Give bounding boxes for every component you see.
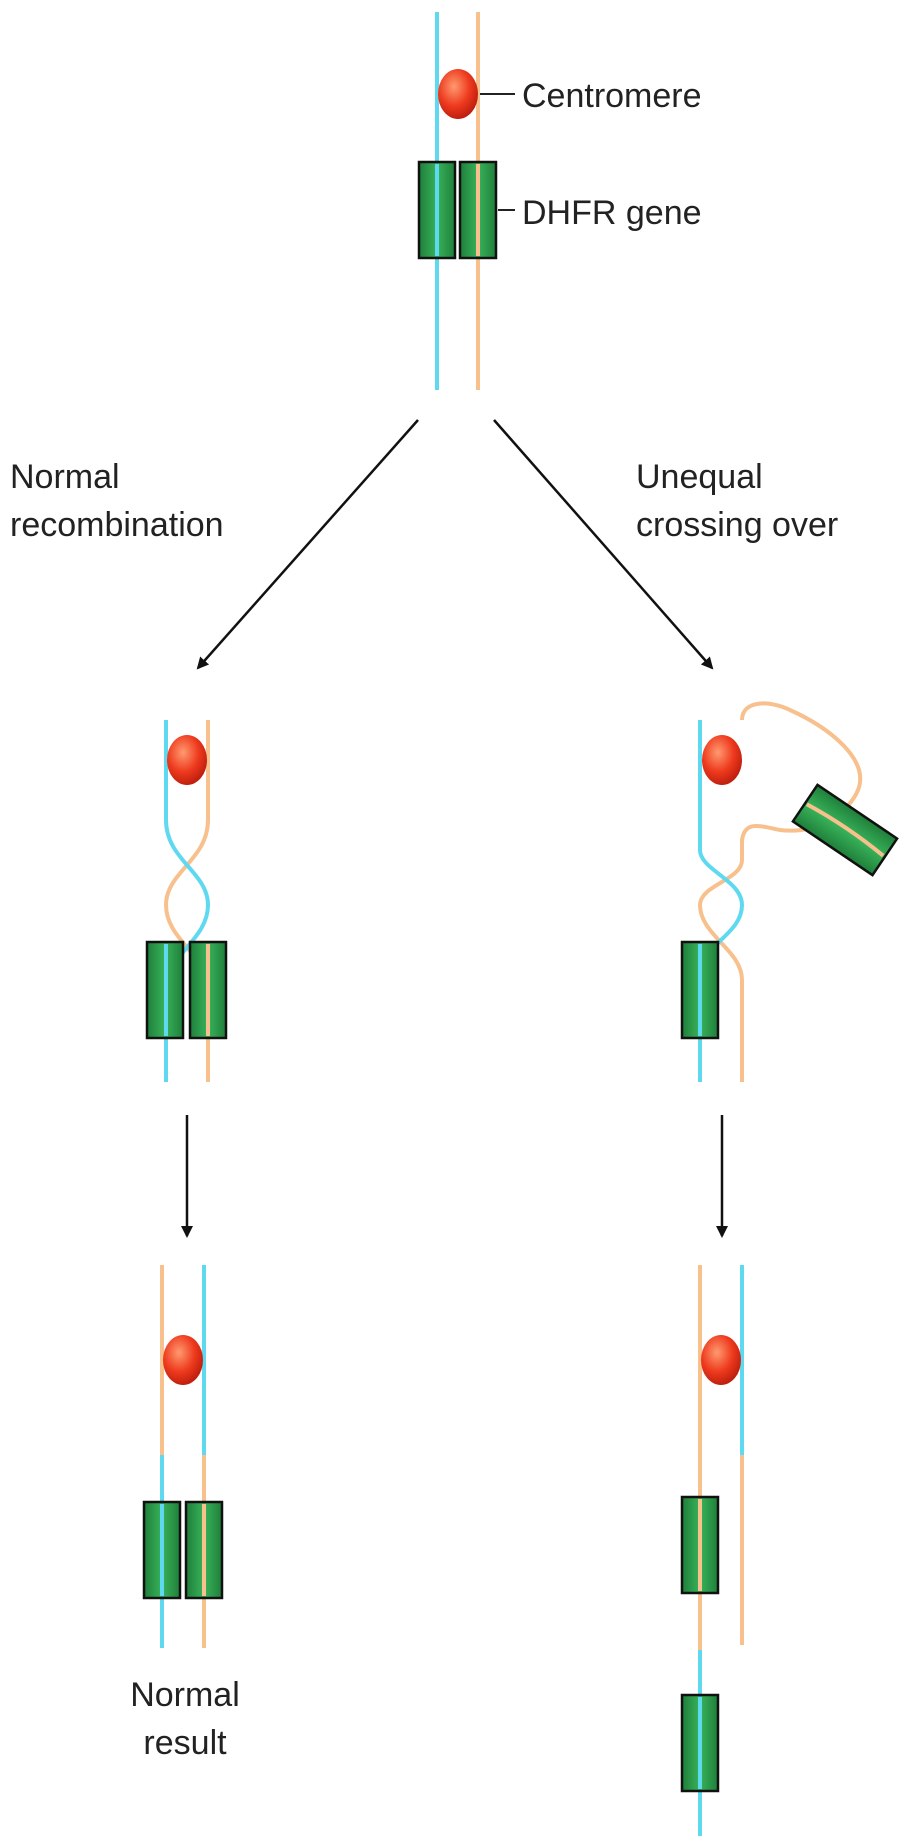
unequal-centromere xyxy=(702,735,742,785)
normal-result-centromere xyxy=(163,1335,203,1385)
normal-result-label-line2: result xyxy=(143,1724,227,1762)
unequal-crossover-pair xyxy=(680,701,899,1082)
unequal-orange-chromatid xyxy=(697,701,862,1082)
normal-result-pair xyxy=(142,1265,224,1648)
arrow-to-normal xyxy=(196,419,419,670)
normal-recombination-label-line2: recombination xyxy=(10,506,224,544)
dhfr-gene-label: DHFR gene xyxy=(522,194,702,232)
normal-result-label-line1: Normal xyxy=(130,1676,240,1714)
top-centromere xyxy=(438,69,478,119)
unequal-result-centromere xyxy=(701,1335,741,1385)
centromere-label: Centromere xyxy=(522,77,702,115)
normal-crossover-pair xyxy=(145,720,228,1082)
unequal-result-pair xyxy=(680,1265,744,1836)
normal-centromere xyxy=(167,735,207,785)
arrow-to-unequal xyxy=(493,419,714,670)
unequal-crossing-label-line2: crossing over xyxy=(636,506,838,544)
unequal-crossing-label-line1: Unequal xyxy=(636,458,763,496)
normal-recombination-label-line1: Normal xyxy=(10,458,120,496)
top-chromosome-pair: Centromere DHFR gene xyxy=(417,12,702,390)
looped-out-gene xyxy=(791,783,899,877)
